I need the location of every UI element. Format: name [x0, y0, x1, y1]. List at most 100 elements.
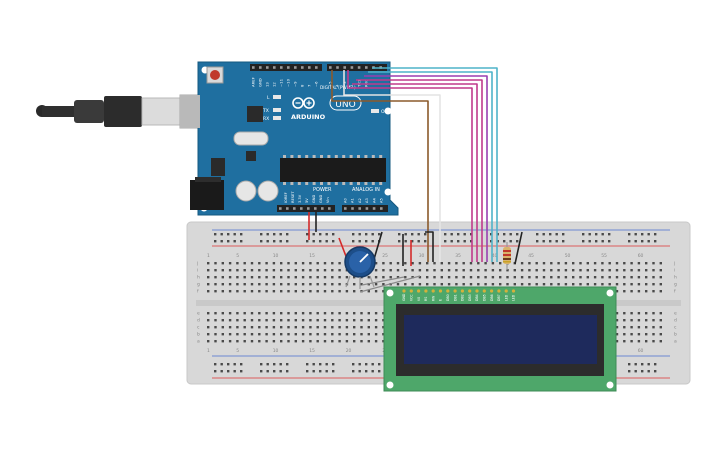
breadboard-hole[interactable]: [645, 283, 648, 286]
breadboard-hole[interactable]: [228, 333, 232, 336]
breadboard-hole[interactable]: [615, 319, 619, 322]
breadboard-hole[interactable]: [654, 370, 657, 373]
header-pin[interactable]: [300, 207, 303, 210]
breadboard-hole[interactable]: [623, 319, 626, 322]
breadboard-hole[interactable]: [634, 233, 637, 236]
breadboard-hole[interactable]: [345, 312, 349, 315]
breadboard-hole[interactable]: [536, 233, 539, 236]
breadboard-hole[interactable]: [628, 370, 631, 373]
breadboard-hole[interactable]: [536, 240, 539, 243]
breadboard-hole[interactable]: [360, 326, 363, 329]
breadboard-hole[interactable]: [279, 240, 282, 243]
breadboard-hole[interactable]: [615, 262, 619, 265]
breadboard-hole[interactable]: [280, 276, 283, 279]
resistor-icon[interactable]: [503, 242, 511, 270]
breadboard-hole[interactable]: [457, 233, 460, 236]
wire-cyan[interactable]: [372, 67, 498, 262]
breadboard-hole[interactable]: [588, 240, 591, 243]
breadboard-hole[interactable]: [579, 262, 582, 265]
breadboard-hole[interactable]: [214, 262, 217, 265]
breadboard-hole[interactable]: [227, 370, 230, 373]
breadboard-hole[interactable]: [652, 262, 655, 265]
breadboard-hole[interactable]: [220, 370, 223, 373]
breadboard-hole[interactable]: [272, 333, 276, 336]
breadboard-hole[interactable]: [659, 333, 662, 336]
breadboard-hole[interactable]: [424, 233, 427, 236]
breadboard-hole[interactable]: [312, 370, 315, 373]
breadboard-hole[interactable]: [301, 340, 305, 343]
breadboard-hole[interactable]: [374, 290, 378, 293]
breadboard-hole[interactable]: [659, 269, 662, 272]
breadboard-hole[interactable]: [367, 326, 370, 329]
breadboard-hole[interactable]: [266, 370, 269, 373]
breadboard-hole[interactable]: [316, 290, 319, 293]
breadboard-hole[interactable]: [564, 262, 568, 265]
breadboard-hole[interactable]: [365, 363, 368, 366]
breadboard-hole[interactable]: [615, 326, 619, 329]
breadboard-hole[interactable]: [287, 262, 290, 265]
breadboard-hole[interactable]: [520, 262, 524, 265]
wire-magenta[interactable]: [352, 83, 478, 262]
breadboard-hole[interactable]: [214, 333, 217, 336]
breadboard-hole[interactable]: [389, 262, 392, 265]
breadboard-hole[interactable]: [579, 283, 582, 286]
breadboard-hole[interactable]: [228, 290, 232, 293]
breadboard-hole[interactable]: [207, 340, 210, 343]
breadboard-hole[interactable]: [542, 240, 545, 243]
breadboard-hole[interactable]: [499, 276, 502, 279]
breadboard-hole[interactable]: [312, 233, 315, 236]
breadboard-hole[interactable]: [265, 283, 268, 286]
header-pin[interactable]: [308, 66, 311, 69]
breadboard-hole[interactable]: [608, 276, 611, 279]
breadboard-hole[interactable]: [220, 240, 223, 243]
breadboard-hole[interactable]: [250, 269, 254, 272]
breadboard-hole[interactable]: [557, 269, 560, 272]
breadboard-hole[interactable]: [207, 312, 210, 315]
breadboard-hole[interactable]: [520, 283, 524, 286]
breadboard-hole[interactable]: [615, 340, 619, 343]
breadboard-hole[interactable]: [396, 262, 400, 265]
header-pin[interactable]: [336, 66, 339, 69]
breadboard-hole[interactable]: [367, 276, 370, 279]
breadboard-hole[interactable]: [645, 333, 648, 336]
breadboard-hole[interactable]: [595, 240, 598, 243]
breadboard-hole[interactable]: [306, 363, 309, 366]
breadboard-hole[interactable]: [345, 290, 349, 293]
breadboard-hole[interactable]: [250, 319, 254, 322]
breadboard-hole[interactable]: [236, 283, 239, 286]
breadboard-hole[interactable]: [220, 363, 223, 366]
breadboard-hole[interactable]: [243, 326, 246, 329]
breadboard-hole[interactable]: [637, 333, 641, 336]
breadboard-hole[interactable]: [659, 326, 662, 329]
breadboard-hole[interactable]: [572, 276, 575, 279]
breadboard-hole[interactable]: [652, 326, 655, 329]
breadboard-hole[interactable]: [440, 269, 443, 272]
breadboard-hole[interactable]: [236, 312, 239, 315]
breadboard-hole[interactable]: [265, 340, 268, 343]
breadboard-hole[interactable]: [367, 340, 370, 343]
breadboard-hole[interactable]: [491, 276, 495, 279]
wire-gray[interactable]: [359, 275, 421, 293]
breadboard-hole[interactable]: [506, 283, 509, 286]
breadboard-hole[interactable]: [630, 340, 633, 343]
breadboard-hole[interactable]: [367, 312, 370, 315]
breadboard-hole[interactable]: [233, 233, 236, 236]
breadboard-hole[interactable]: [647, 233, 650, 236]
potentiometer-icon[interactable]: [344, 246, 376, 289]
breadboard-hole[interactable]: [411, 283, 414, 286]
breadboard-hole[interactable]: [593, 262, 597, 265]
breadboard-hole[interactable]: [358, 233, 361, 236]
breadboard-hole[interactable]: [659, 312, 662, 315]
breadboard-hole[interactable]: [207, 319, 210, 322]
breadboard-hole[interactable]: [652, 319, 655, 322]
breadboard-hole[interactable]: [484, 276, 487, 279]
breadboard-hole[interactable]: [332, 363, 335, 366]
breadboard-hole[interactable]: [360, 283, 363, 286]
lcd-pin[interactable]: [475, 289, 479, 293]
breadboard-hole[interactable]: [550, 283, 553, 286]
breadboard-hole[interactable]: [374, 319, 378, 322]
header-pin[interactable]: [344, 207, 347, 210]
breadboard-hole[interactable]: [258, 319, 261, 322]
header-pin[interactable]: [372, 207, 376, 210]
breadboard-hole[interactable]: [367, 333, 370, 336]
